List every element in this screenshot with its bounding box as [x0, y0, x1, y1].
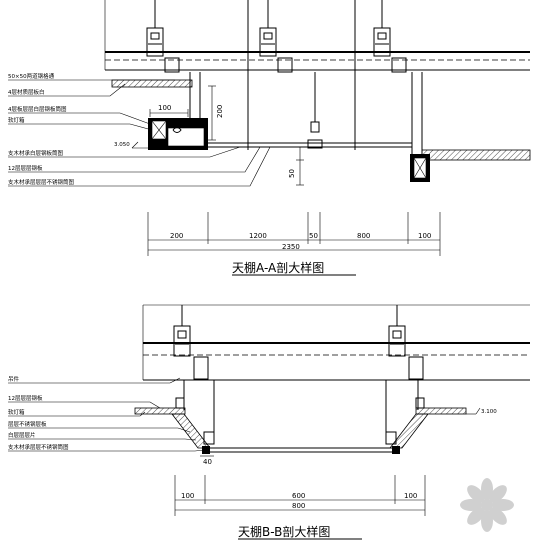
- section-a-hanger-2: [259, 0, 293, 73]
- section-a-dim-4: 800: [357, 232, 370, 240]
- section-b-fixture: [203, 431, 215, 445]
- section-a-dim-5: 100: [418, 232, 431, 240]
- section-b-slope-right: [389, 413, 429, 449]
- section-a-dim-top: 100: [158, 104, 171, 112]
- section-b-corner: [392, 446, 400, 454]
- section-b-note-4: 层层不锈钢层板: [8, 420, 47, 428]
- section-b-title: 天棚B-B剖大样图: [238, 524, 330, 539]
- section-b-dim-1: 100: [181, 492, 194, 500]
- section-b-fixture: [175, 397, 185, 409]
- section-b-level-label: 3.100: [481, 409, 497, 415]
- section-a-dim-v-50: 50: [288, 169, 296, 178]
- section-a-vertical-dims: [131, 85, 304, 186]
- section-b-leaders: [8, 377, 205, 452]
- section-b-hanger-1: [173, 305, 209, 380]
- section-b-corner: [202, 446, 210, 454]
- section-a-level-label: 3.050: [114, 142, 130, 148]
- section-a-notes: 50×50两道钢格通 4层材质层板白 4层板层层白层钢板筒图 软灯箱 支木材承白…: [8, 72, 75, 186]
- section-a-dim-v-200: 200: [216, 105, 224, 118]
- section-b-note-1: 吊件: [8, 375, 20, 383]
- section-b-note-5: 白层层层片: [8, 431, 36, 439]
- section-b-note-2: 12层层层钢板: [8, 394, 43, 402]
- section-a-dim-2: 1200: [249, 232, 267, 240]
- section-a-drawing: [8, 0, 531, 256]
- section-b-fixture: [415, 397, 425, 409]
- section-a-note-2: 4层材质层板白: [8, 88, 45, 96]
- section-b-small-dim: 40: [203, 458, 212, 466]
- section-a-note-4: 软灯箱: [8, 116, 25, 124]
- section-b-dim-2: 600: [292, 492, 305, 500]
- section-a-light-box-right: [410, 149, 531, 182]
- section-a-note-3: 4层板层层白层钢板筒图: [8, 105, 67, 113]
- watermark-emblem: [460, 478, 514, 532]
- section-a-note-5: 支木材承白层钢板筒图: [8, 149, 64, 157]
- section-a-fixture: [310, 121, 320, 133]
- section-a-dim-chain: [147, 212, 441, 256]
- section-a-dim-3: 50: [309, 232, 318, 240]
- section-b-fixture: [385, 431, 397, 445]
- section-a-title: 天棚A-A剖大样图: [232, 260, 324, 275]
- section-a-total-dim: 2350: [282, 243, 300, 251]
- section-b-board-right: [415, 407, 467, 415]
- section-a-light-box-left: [148, 118, 208, 150]
- section-b-dim-chain: [174, 475, 426, 516]
- section-a-fixture: [172, 127, 182, 133]
- section-a-hanger-1: [146, 0, 180, 73]
- section-a-fixture: [307, 139, 323, 149]
- section-b-note-6: 支木材承层层不锈钢筒图: [8, 443, 69, 451]
- section-a-hanger-3: [373, 0, 407, 73]
- section-a-note-1: 50×50两道钢格通: [8, 72, 55, 80]
- section-b-notes: 吊件 12层层层钢板 软灯箱 层层不锈钢层板 白层层层片 支木材承层层不锈钢筒图: [8, 375, 69, 451]
- section-a-note-7: 支木材承层层层不锈钢筒图: [8, 178, 75, 186]
- section-a-dim-1: 200: [170, 232, 183, 240]
- section-b-board-left: [134, 407, 186, 415]
- section-b-hanger-2: [388, 305, 424, 380]
- section-b-dim-3: 100: [404, 492, 417, 500]
- section-b-level-leader: [475, 407, 481, 415]
- section-a-leaders: [8, 79, 271, 187]
- section-b-note-3: 软灯箱: [8, 408, 25, 416]
- section-a-note-6: 12层层层钢板: [8, 164, 43, 172]
- section-b-total-dim: 800: [292, 502, 305, 510]
- section-b-drawing: [8, 304, 530, 516]
- section-a-board: [111, 79, 193, 88]
